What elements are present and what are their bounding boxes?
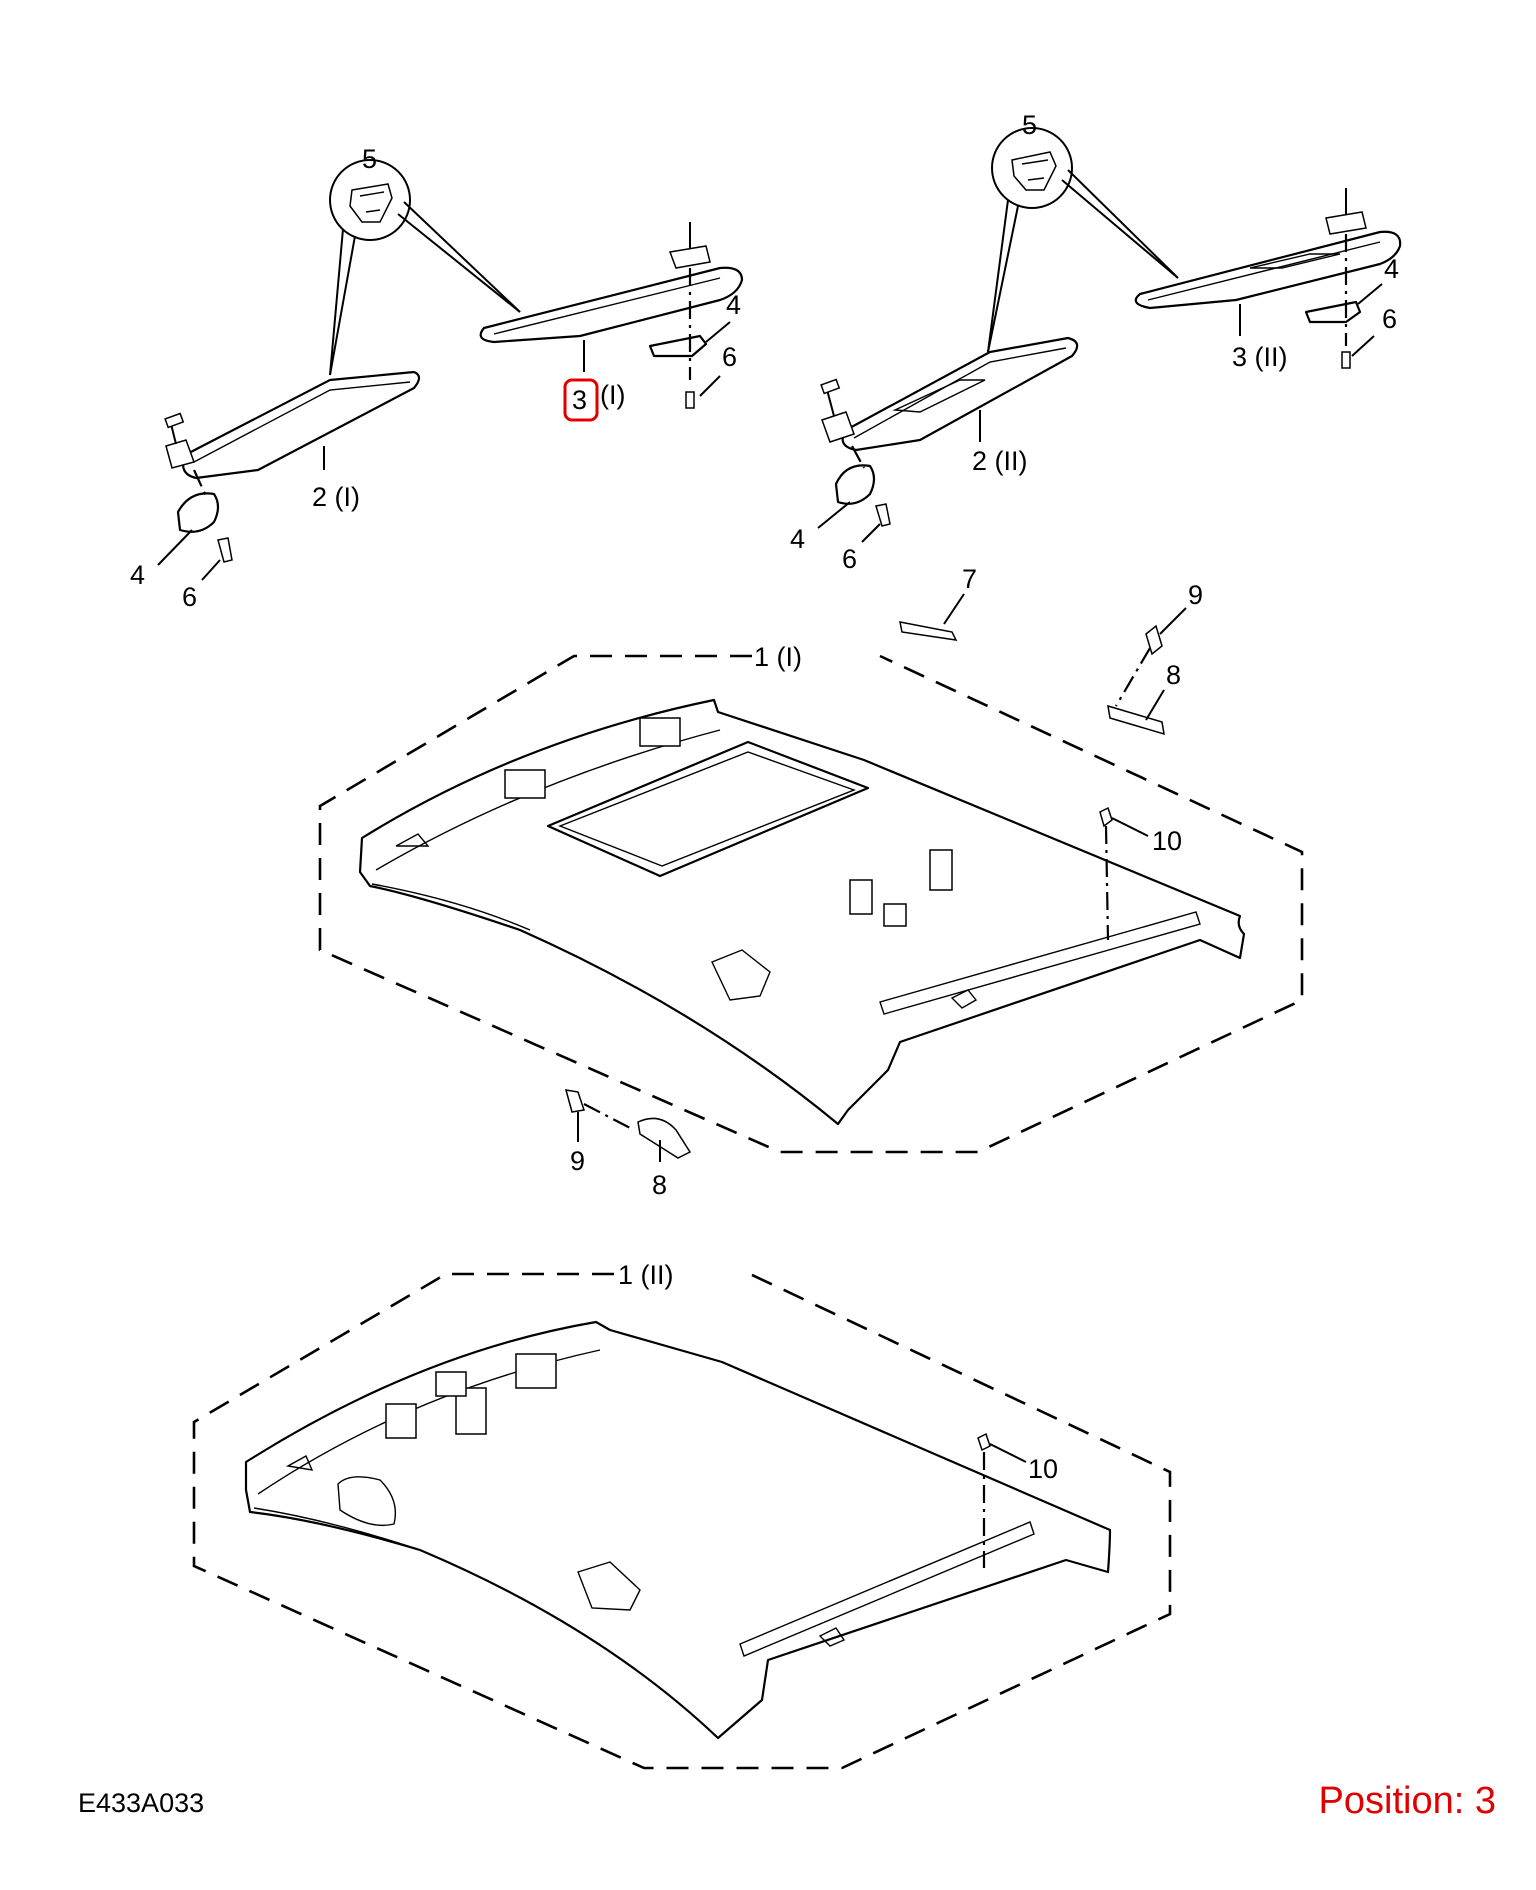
dome-light-cutout [337, 1476, 397, 1527]
sun-visor-2-I [181, 370, 421, 480]
position-highlight-box [563, 378, 599, 422]
grab-handle-mount [711, 949, 771, 1001]
headliner-panel-1-I [358, 698, 1246, 1126]
label-9-lower: 9 [570, 1146, 585, 1176]
screw-6-I-right [685, 391, 695, 409]
label-4-II-left: 4 [790, 524, 805, 554]
headliner-block-1 [639, 717, 681, 747]
fastener-10-I [1099, 806, 1113, 828]
screw-6-I-left [217, 537, 233, 563]
label-6-I-right: 6 [722, 342, 737, 372]
grab-handle-8-upper [1107, 704, 1165, 736]
label-9-upper: 9 [1188, 580, 1203, 610]
headliner-block-5 [883, 903, 907, 927]
plug-9-upper [1145, 624, 1163, 656]
label-7: 7 [962, 564, 977, 594]
visor-bracket-4-I-left [176, 492, 220, 533]
clip-5-detail-circle [329, 159, 411, 241]
vanity-mirror-2-II [892, 379, 986, 413]
plug-9-lower [564, 1089, 585, 1113]
label-6-I-left: 6 [182, 582, 197, 612]
sun-visor-2-II [841, 336, 1079, 452]
grab-handle-mount-II [577, 1561, 641, 1611]
label-6-II-right: 6 [1382, 304, 1397, 334]
grab-handle-7 [899, 621, 958, 641]
visor-pivot-2-II [821, 411, 855, 443]
label-3-I-suffix: (I) [600, 380, 625, 410]
sun-visor-group-II [817, 127, 1402, 543]
clip-5-I [349, 183, 393, 223]
headliner-block-2 [504, 769, 546, 799]
label-10-II: 10 [1028, 1454, 1058, 1484]
clip-5-II [1011, 151, 1057, 191]
visor-pivot-2-I [165, 439, 195, 469]
visor-bracket-4-II-left [834, 464, 876, 505]
label-6-II-left: 6 [842, 544, 857, 574]
headliner-block-4 [929, 849, 953, 891]
label-4-I-right: 4 [726, 290, 741, 320]
label-2-II: 2 (II) [972, 446, 1028, 476]
vanity-mirror-3-II [1249, 253, 1341, 269]
headliner-1-II [192, 1272, 1172, 1770]
headliner-II-block-2 [455, 1387, 487, 1435]
sun-visor-group-I [157, 159, 744, 581]
label-3-II: 3 (II) [1232, 342, 1288, 372]
label-10-I: 10 [1152, 826, 1182, 856]
headliner-panel-1-II [244, 1320, 1112, 1740]
label-3-I: 3 [572, 385, 587, 415]
clip-5-II-detail-circle [991, 127, 1073, 209]
label-8-upper: 8 [1166, 660, 1181, 690]
fastener-10-II [977, 1432, 991, 1452]
label-2-I: 2 (I) [312, 482, 360, 512]
headliner-II-block-1 [385, 1403, 417, 1439]
grab-handle-8-lower [637, 1117, 692, 1159]
visor-pivot-3-I [668, 245, 711, 269]
sunroof-opening [546, 740, 870, 878]
label-5-I: 5 [362, 144, 377, 174]
diagram-code: E433A033 [78, 1788, 205, 1818]
label-5-II: 5 [1022, 110, 1037, 140]
position-label: Position: 3 [1318, 1780, 1496, 1822]
screw-6-II-right [1341, 351, 1351, 369]
headliner-block-3 [849, 879, 873, 915]
screw-6-II-left [875, 503, 891, 527]
label-8-lower: 8 [652, 1170, 667, 1200]
label-1-I: 1 (I) [754, 642, 802, 672]
visor-bracket-4-I-right [648, 334, 708, 358]
visor-pivot-3-II [1325, 211, 1367, 235]
label-4-II-right: 4 [1384, 254, 1399, 284]
headliner-II-block-3 [515, 1353, 557, 1389]
headliner-II-block-4 [435, 1371, 467, 1397]
headliner-1-I [318, 654, 1304, 1154]
label-1-II: 1 (II) [618, 1260, 674, 1290]
headliner-1-II-boundary [192, 1272, 1172, 1770]
label-4-I-left: 4 [130, 560, 145, 590]
visor-bracket-4-II-right [1304, 300, 1362, 324]
